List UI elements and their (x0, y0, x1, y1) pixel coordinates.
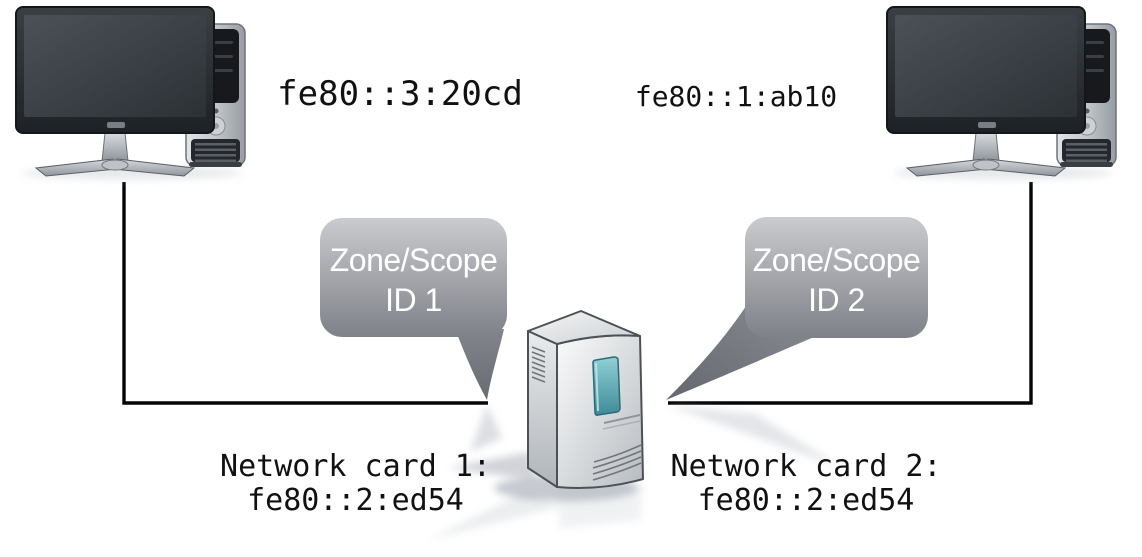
network-card-1-address: fe80::2:ed54 (247, 483, 464, 518)
server-tower-icon (494, 310, 644, 501)
network-card-2-label: Network card 2: fe80::2:ed54 (656, 450, 956, 518)
network-card-2-title: Network card 2: (670, 449, 942, 484)
callout-1-line1: Zone/Scope (329, 242, 498, 278)
host-address-1: fe80::3:20cd (277, 74, 523, 114)
callout-bubble-1 (320, 218, 507, 400)
network-card-2-address: fe80::2:ed54 (697, 483, 915, 518)
network-card-1-label: Network card 1: fe80::2:ed54 (203, 450, 508, 518)
callout-2-line2: ID 2 (808, 282, 865, 318)
callout-2-text: Zone/Scope ID 2 (745, 240, 928, 320)
network-card-1-title: Network card 1: (220, 449, 491, 484)
callout-1-text: Zone/Scope ID 1 (320, 240, 507, 320)
host-address-2: fe80::1:ab10 (634, 80, 838, 113)
network-link-line-left (122, 182, 488, 405)
callout-bubble-2 (666, 217, 928, 400)
workstation-icon-left (16, 7, 245, 179)
callout-1-line2: ID 1 (385, 282, 442, 318)
workstation-icon-right (887, 7, 1116, 179)
network-link-line-right (668, 182, 1033, 405)
callout-2-line1: Zone/Scope (752, 242, 921, 278)
